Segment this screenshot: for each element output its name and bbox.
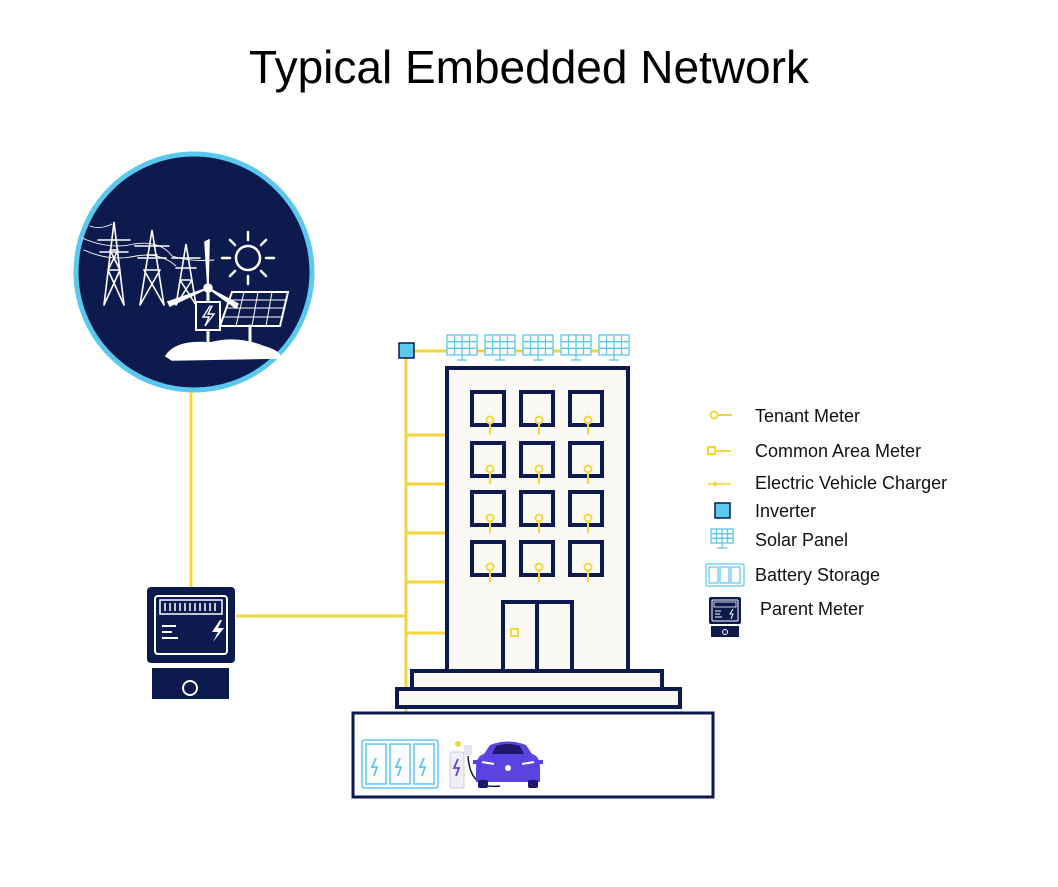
tenant-meter-icon (583, 415, 593, 435)
ev-charger-symbol-icon (708, 481, 731, 487)
legend-label-battery: Battery Storage (755, 565, 880, 585)
electric-car-icon (473, 741, 543, 788)
tenant-meter-icon (534, 513, 544, 533)
solar-panel-icon (710, 528, 734, 549)
legend-label-solar: Solar Panel (755, 530, 848, 550)
legend-label-tenant: Tenant Meter (755, 406, 860, 426)
tenant-meter-icon (534, 464, 544, 484)
tenant-meter-icon (485, 513, 495, 533)
tenant-meter-icon (534, 415, 544, 435)
common-area-meter-icon (707, 446, 731, 455)
tenant-meter-icon (485, 562, 495, 582)
tenant-meter-icon (583, 513, 593, 533)
legend-label-parent: Parent Meter (760, 599, 864, 619)
inverter-icon (714, 502, 731, 519)
tenant-meter-icon (583, 562, 593, 582)
page-title: Typical Embedded Network (249, 41, 809, 93)
common-area-meter-icon (510, 628, 519, 637)
legend-label-ev: Electric Vehicle Charger (755, 473, 947, 493)
tenant-meter-icon (485, 464, 495, 484)
tenant-meter-icon (485, 415, 495, 435)
battery-storage-icon (705, 563, 745, 587)
solar-panel-icon (598, 334, 630, 361)
tenant-meter-icon (583, 464, 593, 484)
apartment-building (395, 366, 682, 709)
solar-panel-icon (484, 334, 516, 361)
inverter-icon (398, 342, 415, 359)
solar-panel-icon (710, 528, 734, 549)
legend: Tenant Meter Common Area Meter Electric … (705, 406, 947, 637)
grid-supply-icon (73, 151, 315, 393)
parent-meter-icon (147, 587, 235, 699)
parent-meter-icon (709, 597, 741, 637)
solar-panel-icon (560, 334, 592, 361)
tenant-meter-icon (534, 562, 544, 582)
legend-label-inverter: Inverter (755, 501, 816, 521)
tenant-meter-icon (709, 410, 732, 420)
ev-charger-icon (449, 740, 501, 789)
legend-label-common: Common Area Meter (755, 441, 921, 461)
battery-storage-icon (361, 739, 439, 789)
solar-panel-icon (446, 334, 478, 361)
tenant-meters (485, 415, 593, 582)
rooftop-solar-panels (446, 334, 630, 361)
solar-panel-icon (522, 334, 554, 361)
